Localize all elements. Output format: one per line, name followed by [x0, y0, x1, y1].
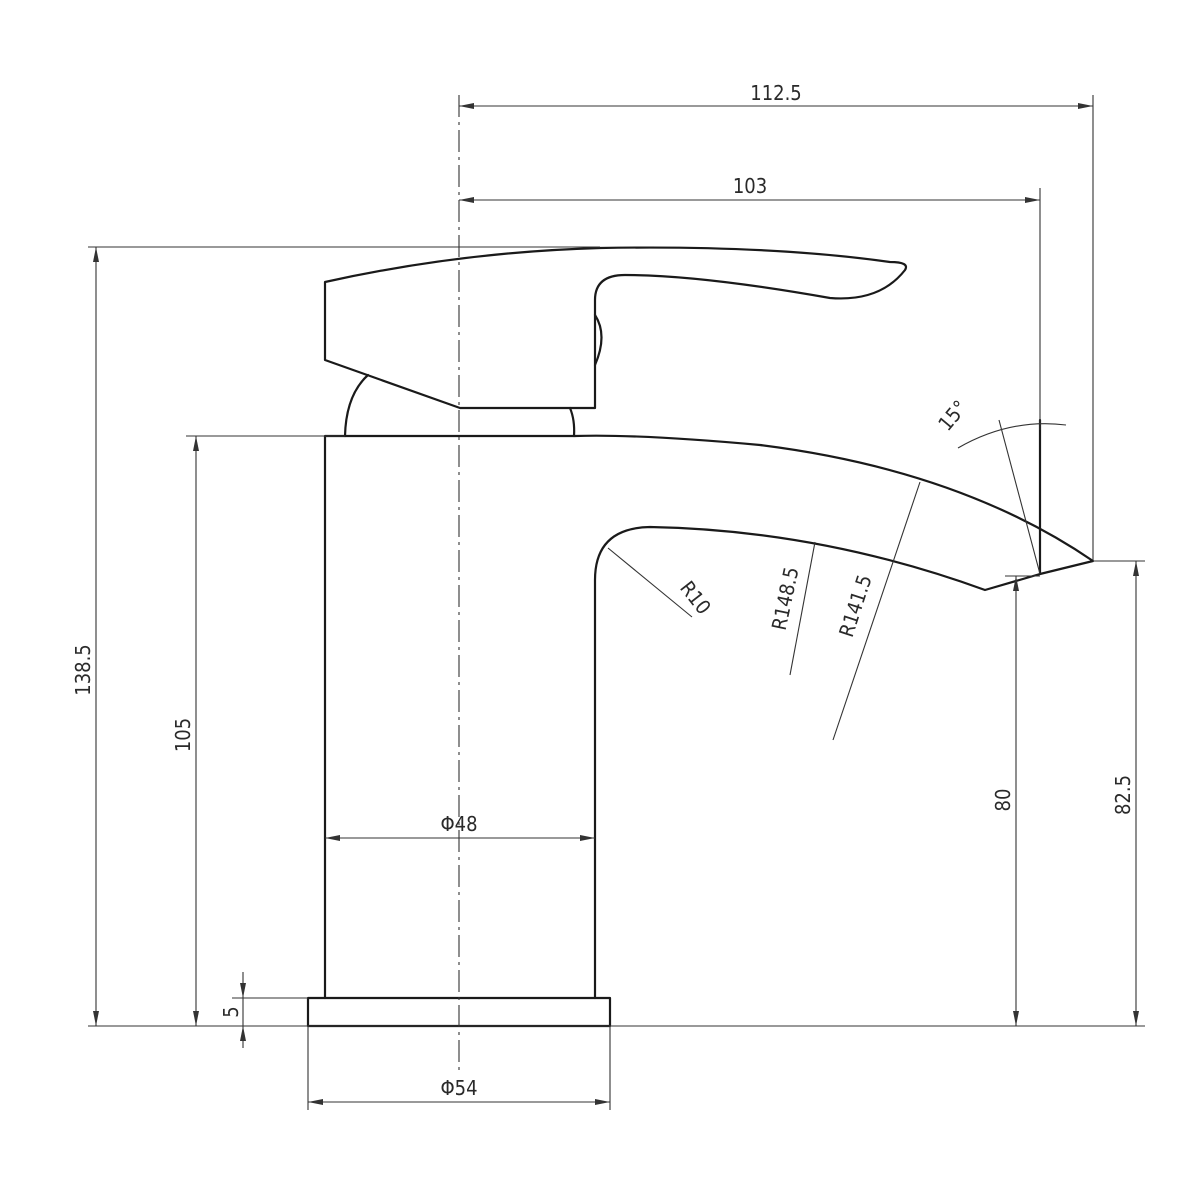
- label-body-diameter: Φ48: [440, 812, 477, 836]
- label-inner-fillet-radius: R10: [675, 576, 716, 619]
- dim-spout-tip-height: 82.5: [1093, 560, 1145, 1026]
- cartridge-dome-right: [568, 406, 576, 438]
- dim-body-height: 105: [171, 435, 345, 1026]
- label-spout-lower-radius: R148.5: [767, 565, 804, 633]
- label-base-thickness: 5: [219, 1006, 243, 1017]
- label-base-diameter: Φ54: [440, 1076, 477, 1100]
- faucet-outline: [306, 246, 1095, 1028]
- dim-outlet-height: 80: [991, 575, 1040, 1026]
- dim-spout-angle: 15°: [933, 396, 1067, 575]
- dim-overall-height: 138.5: [71, 246, 600, 1026]
- label-outlet-height: 80: [991, 789, 1015, 812]
- label-overall-reach: 112.5: [750, 81, 802, 105]
- dim-base-diameter: Φ54: [307, 1026, 611, 1110]
- dim-inner-fillet-radius: R10: [607, 547, 716, 619]
- label-body-height: 105: [171, 718, 195, 752]
- cartridge-dome: [343, 373, 370, 438]
- handle-button: [593, 313, 603, 367]
- dim-base-thickness: 5: [219, 972, 308, 1048]
- dim-spout-reach: 103: [459, 174, 1041, 430]
- body-column: [323, 434, 347, 1000]
- label-spout-angle: 15°: [933, 396, 972, 436]
- label-overall-height: 138.5: [71, 644, 95, 696]
- dim-spout-lower-radius: R148.5: [767, 541, 816, 676]
- lever-handle: [323, 246, 908, 410]
- label-spout-reach: 103: [733, 174, 767, 198]
- spout-body: [573, 434, 1095, 1000]
- label-spout-tip-height: 82.5: [1111, 775, 1135, 815]
- dim-overall-reach: 112.5: [459, 81, 1094, 560]
- dim-spout-upper-radius: R141.5: [832, 481, 921, 741]
- dim-body-diameter: Φ48: [325, 812, 595, 841]
